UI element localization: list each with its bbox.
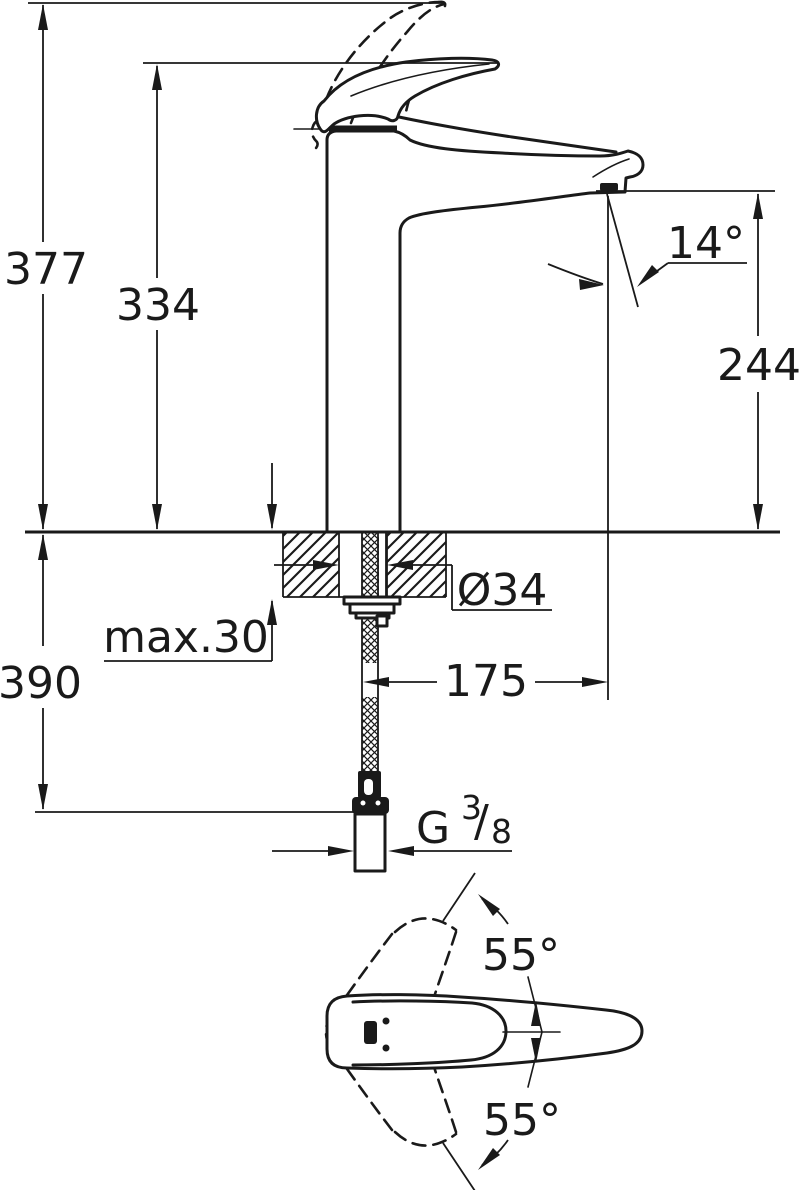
dim-total-height-label: 377 xyxy=(4,244,88,295)
ghost-handle-cap xyxy=(310,117,322,152)
ghost-top-cap xyxy=(393,917,458,934)
dim-below-deck-label: 390 xyxy=(0,658,82,709)
thread-letter: G xyxy=(416,803,450,854)
aerator-slot xyxy=(600,183,618,191)
faucet-body xyxy=(325,129,645,534)
thread-numerator: 3 xyxy=(461,788,482,827)
threaded-shank-upper xyxy=(362,533,379,597)
hose-fitting-slot xyxy=(364,779,373,795)
dim-deck-thickness: max.30 xyxy=(103,463,277,663)
ghost-bottom-right-side xyxy=(432,1065,458,1134)
ghost-bottom-cap xyxy=(393,1130,458,1147)
dim-total-height: 377 xyxy=(4,4,88,530)
mounting-nut-step xyxy=(354,611,391,620)
thread-slash: / xyxy=(474,796,489,847)
spray-angle-line xyxy=(606,193,639,308)
dim-thread: G 3 / 8 xyxy=(272,788,512,856)
dim-deck-thickness-label: max.30 xyxy=(103,612,269,663)
swing-radius-line xyxy=(527,976,543,1088)
dim-spout-angle-label: 14° xyxy=(667,218,745,269)
ghost-handle-tip xyxy=(437,0,447,8)
hose-nut-detail-right xyxy=(375,800,381,806)
mounting-hardware xyxy=(342,533,402,873)
threaded-shank-mid xyxy=(362,617,378,663)
dim-body-height: 334 xyxy=(116,64,200,530)
dim-body-height-label: 334 xyxy=(116,280,200,331)
dim-swing-down-label: 55° xyxy=(483,1095,561,1146)
spray-angle-arc xyxy=(547,263,604,285)
dim-hole-diameter-label: Ø34 xyxy=(457,565,548,616)
dim-swing-angles: 55° 55° xyxy=(478,894,561,1170)
spout-nose-inner-arc xyxy=(592,158,630,178)
swing-tick-top xyxy=(442,872,476,922)
thread-denominator: 8 xyxy=(491,812,512,851)
dim-below-deck: 390 xyxy=(0,534,82,810)
hose-tail xyxy=(353,812,387,873)
dim-spout-height: 244 xyxy=(717,193,799,530)
top-view: 55° 55° xyxy=(324,872,644,1190)
dot-bottom xyxy=(382,1044,390,1052)
dim-hole-diameter: Ø34 xyxy=(274,560,552,616)
dim-spout-height-label: 244 xyxy=(717,340,799,391)
pull-rod-tab xyxy=(375,614,389,628)
dot-top xyxy=(382,1017,390,1025)
dim-swing-up-label: 55° xyxy=(482,930,560,981)
spout-top-crease xyxy=(397,115,618,154)
faucet-lever xyxy=(315,56,501,134)
dim-spout-angle: 14° xyxy=(547,193,747,308)
ghost-handle-left-edge xyxy=(318,0,441,121)
side-view xyxy=(25,0,780,873)
dimensions: 377 334 244 14° xyxy=(0,2,799,856)
lever-crease-line xyxy=(350,63,490,97)
dim-spout-reach: 175 xyxy=(363,656,608,707)
handle-inner-outline xyxy=(351,999,508,1067)
swing-tick-bottom xyxy=(442,1142,476,1190)
cartridge-mark xyxy=(364,1021,377,1044)
hose-nut-detail-left xyxy=(360,800,366,806)
handle-top-view xyxy=(325,993,644,1071)
hose-nut xyxy=(352,797,389,814)
ghost-top-right-side xyxy=(432,930,458,999)
threaded-shank-lower xyxy=(362,697,378,771)
dim-spout-reach-label: 175 xyxy=(444,656,528,707)
